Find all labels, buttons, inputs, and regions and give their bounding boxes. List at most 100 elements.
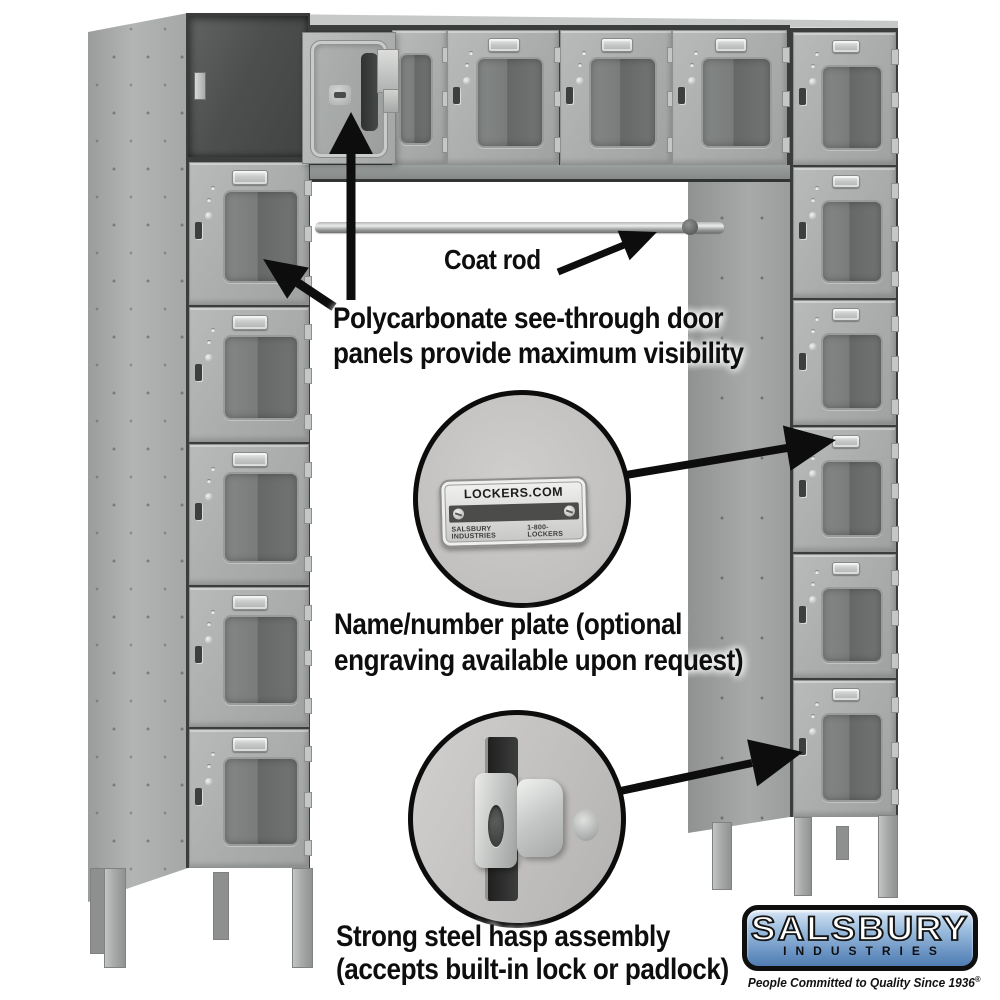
door-nameplate	[232, 595, 268, 610]
door-window	[821, 587, 883, 663]
vent-hole	[207, 198, 211, 202]
door-knob	[809, 596, 817, 604]
vent-hole	[815, 702, 819, 706]
vent-hole	[811, 714, 815, 718]
screw-icon	[563, 505, 576, 517]
locker-door	[793, 680, 899, 817]
door-handle	[195, 364, 202, 381]
vent-hole	[811, 582, 815, 586]
see-through-diagonal-arrow	[263, 259, 337, 311]
left-tower-side-panel	[88, 13, 188, 902]
door-handle	[195, 788, 202, 805]
vent-hole	[211, 752, 215, 756]
door-handle	[799, 738, 806, 755]
door-hinge	[304, 650, 312, 666]
door-handle	[195, 503, 202, 520]
door-knob	[809, 470, 817, 478]
door-nameplate	[831, 308, 860, 321]
vent-hole	[211, 328, 215, 332]
vent-hole	[211, 610, 215, 614]
label-line: Name/number plate (optional	[334, 608, 682, 641]
door-hinge	[891, 697, 899, 713]
door-handle-cutout	[329, 85, 351, 105]
door-knob	[463, 77, 471, 85]
door-hinge	[891, 653, 899, 669]
door-nameplate	[232, 452, 268, 467]
door-window	[589, 57, 657, 148]
vent-hole	[690, 63, 694, 67]
door-hinge	[891, 49, 899, 65]
door-hinge	[304, 180, 312, 196]
door-knob	[809, 343, 817, 351]
door-hinge	[891, 610, 899, 626]
hasp-strap	[475, 773, 517, 868]
label-line: engraving available upon request)	[334, 644, 744, 677]
door-window	[821, 200, 883, 283]
label-line: Polycarbonate see-through door	[333, 302, 724, 335]
vent-hole	[465, 63, 469, 67]
door-nameplate	[831, 40, 860, 53]
vent-hole	[815, 317, 819, 321]
locker-door	[793, 300, 899, 425]
door-knob	[205, 493, 213, 501]
door-hinge	[304, 462, 312, 478]
padlock-hole	[488, 805, 504, 847]
door-handle	[678, 87, 685, 104]
locker-door	[189, 587, 312, 727]
label-line: panels provide maximum visibility	[333, 337, 744, 370]
locker-door	[189, 729, 312, 868]
door-hinge	[891, 92, 899, 108]
door-hinge	[304, 414, 312, 430]
vent-hole	[211, 186, 215, 190]
vent-hole	[811, 456, 815, 460]
door-knob	[809, 728, 817, 736]
door-window	[223, 335, 299, 420]
door-nameplate	[488, 38, 520, 52]
logo-brand: SALSBURY	[750, 909, 970, 948]
door-window	[821, 460, 883, 537]
locker-door	[793, 32, 899, 165]
door-catch-plate	[194, 72, 206, 100]
door-handle	[799, 222, 806, 239]
vent-hole	[811, 198, 815, 202]
logo-tagline: People Committed to Quality Since 1936®	[747, 975, 981, 991]
bridge-underside	[310, 165, 790, 182]
open-locker-interior	[188, 16, 308, 157]
locker-door	[392, 30, 450, 165]
door-window-slot	[361, 53, 378, 131]
door-hinge	[304, 226, 312, 242]
door-knob	[688, 77, 696, 85]
nameplate-title: LOCKERS.COM	[463, 484, 564, 502]
door-hinge	[304, 792, 312, 808]
hasp-block	[517, 779, 563, 857]
vent-hole	[207, 764, 211, 768]
nameplate-detail: LOCKERS.COM SALSBURY INDUSTRIES 1-800-LO…	[439, 476, 589, 548]
door-knob	[809, 78, 817, 86]
label-line: (accepts built-in lock or padlock)	[336, 953, 729, 986]
door-handle	[799, 480, 806, 497]
door-nameplate	[232, 170, 268, 185]
door-handle	[195, 222, 202, 239]
nameplate-band	[448, 502, 580, 523]
door-nameplate	[601, 38, 633, 52]
door-hinge	[304, 324, 312, 340]
door-hinge	[304, 605, 312, 621]
coat-rod-label: Coat rod	[444, 244, 541, 275]
vent-hole	[207, 622, 211, 626]
door-handle	[195, 646, 202, 663]
salsbury-logo-box: SALSBURY INDUSTRIES	[742, 905, 978, 971]
locker-leg	[292, 868, 313, 968]
door-hinge	[891, 483, 899, 499]
see-through-up-arrow	[329, 112, 373, 300]
name-plate-label: Name/number plate (optional engraving av…	[334, 607, 744, 679]
hasp-label: Strong steel hasp assembly (accepts buil…	[336, 920, 729, 986]
door-hinge	[304, 368, 312, 384]
door-window	[399, 53, 433, 145]
locker-door	[793, 554, 899, 678]
door-hinge	[782, 137, 790, 153]
screw-icon	[452, 508, 465, 520]
door-knob	[205, 636, 213, 644]
door-hinge	[891, 183, 899, 199]
door-nameplate	[232, 737, 268, 752]
